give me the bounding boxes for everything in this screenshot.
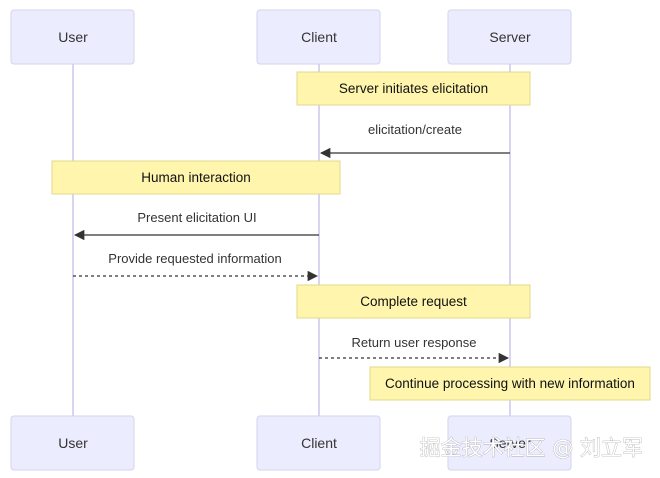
message-elicitation-create-label: elicitation/create bbox=[368, 122, 462, 137]
actor-user-label: User bbox=[58, 29, 88, 45]
note-human-interaction: Human interaction bbox=[51, 160, 341, 195]
message-provide-info: Provide requested information bbox=[73, 251, 319, 282]
message-present-ui: Present elicitation UI bbox=[73, 210, 319, 241]
message-return-response: Return user response bbox=[319, 335, 510, 364]
note-complete-request: Complete request bbox=[296, 284, 531, 319]
message-present-ui-label: Present elicitation UI bbox=[137, 210, 256, 225]
note-server-initiates: Server initiates elicitation bbox=[296, 71, 531, 106]
actor-server-top: Server bbox=[447, 9, 572, 65]
note-human-interaction-text: Human interaction bbox=[141, 170, 251, 185]
message-elicitation-create: elicitation/create bbox=[319, 122, 510, 159]
actor-client-label: Client bbox=[301, 29, 337, 45]
note-server-initiates-text: Server initiates elicitation bbox=[339, 81, 488, 96]
message-provide-info-label: Provide requested information bbox=[108, 251, 281, 266]
message-return-response-label: Return user response bbox=[351, 335, 476, 350]
note-continue-processing-text: Continue processing with new information bbox=[385, 376, 635, 391]
actor-client-top: Client bbox=[256, 9, 381, 65]
note-continue-processing: Continue processing with new information bbox=[369, 366, 651, 401]
actor-client-bottom-label: Client bbox=[301, 435, 337, 451]
actor-server-bottom: Server bbox=[447, 415, 572, 471]
actor-user-bottom-label: User bbox=[58, 435, 88, 451]
note-complete-request-text: Complete request bbox=[360, 294, 467, 309]
actor-user-bottom: User bbox=[10, 415, 135, 471]
actor-server-label: Server bbox=[489, 29, 531, 45]
actor-server-bottom-label: Server bbox=[489, 435, 531, 451]
actor-user-top: User bbox=[10, 9, 135, 65]
actor-client-bottom: Client bbox=[256, 415, 381, 471]
watermark-text: 掘金技术社区 @ 刘立军 bbox=[420, 436, 643, 460]
